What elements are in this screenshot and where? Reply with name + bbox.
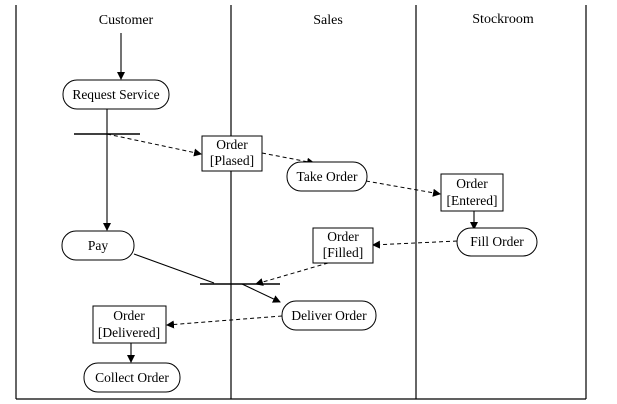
object-state: [Delivered] (98, 325, 160, 340)
object-name: Order (216, 137, 248, 152)
object-order-delivered: Order [Delivered] (92, 305, 167, 344)
activity-deliver-order: Deliver Order (281, 300, 377, 331)
activity-label: Pay (88, 238, 109, 253)
object-state: [Plased] (210, 153, 254, 168)
object-state: [Entered] (447, 193, 498, 208)
object-order-filled: Order [Filled] (312, 227, 374, 264)
object-state: [Filled] (323, 245, 364, 260)
swimlanes (15, 5, 587, 400)
activity-collect-order: Collect Order (83, 362, 181, 393)
object-name: Order (113, 308, 145, 323)
lane-title-customer: Customer (99, 13, 154, 28)
flow-pay-to-join (133, 253, 215, 284)
objflow-take-to-entered (365, 180, 441, 197)
lane-title-sales: Sales (313, 13, 343, 28)
objflow-placed-to-take (261, 152, 315, 166)
activity-take-order: Take Order (286, 161, 368, 192)
lane-title-stockroom: Stockroom (472, 12, 534, 27)
flow-join-to-deliver (241, 283, 281, 303)
activity-label: Request Service (72, 87, 159, 102)
activity-pay: Pay (61, 230, 135, 261)
object-order-placed: Order [Plased] (201, 135, 263, 172)
activity-label: Take Order (297, 169, 358, 184)
objflow-deliver-to-delivered (166, 315, 283, 329)
object-name: Order (456, 176, 488, 191)
activity-request-service: Request Service (62, 79, 170, 110)
objflow-fill-to-filled (372, 240, 458, 249)
object-name: Order (327, 229, 359, 244)
objflow-fork-to-placed (106, 133, 202, 157)
activity-label: Collect Order (95, 370, 169, 385)
objflow-filled-to-join (255, 262, 329, 286)
object-order-entered: Order [Entered] (440, 173, 504, 212)
activity-label: Fill Order (470, 234, 524, 249)
activity-fill-order: Fill Order (456, 227, 538, 257)
activity-label: Deliver Order (291, 308, 367, 323)
